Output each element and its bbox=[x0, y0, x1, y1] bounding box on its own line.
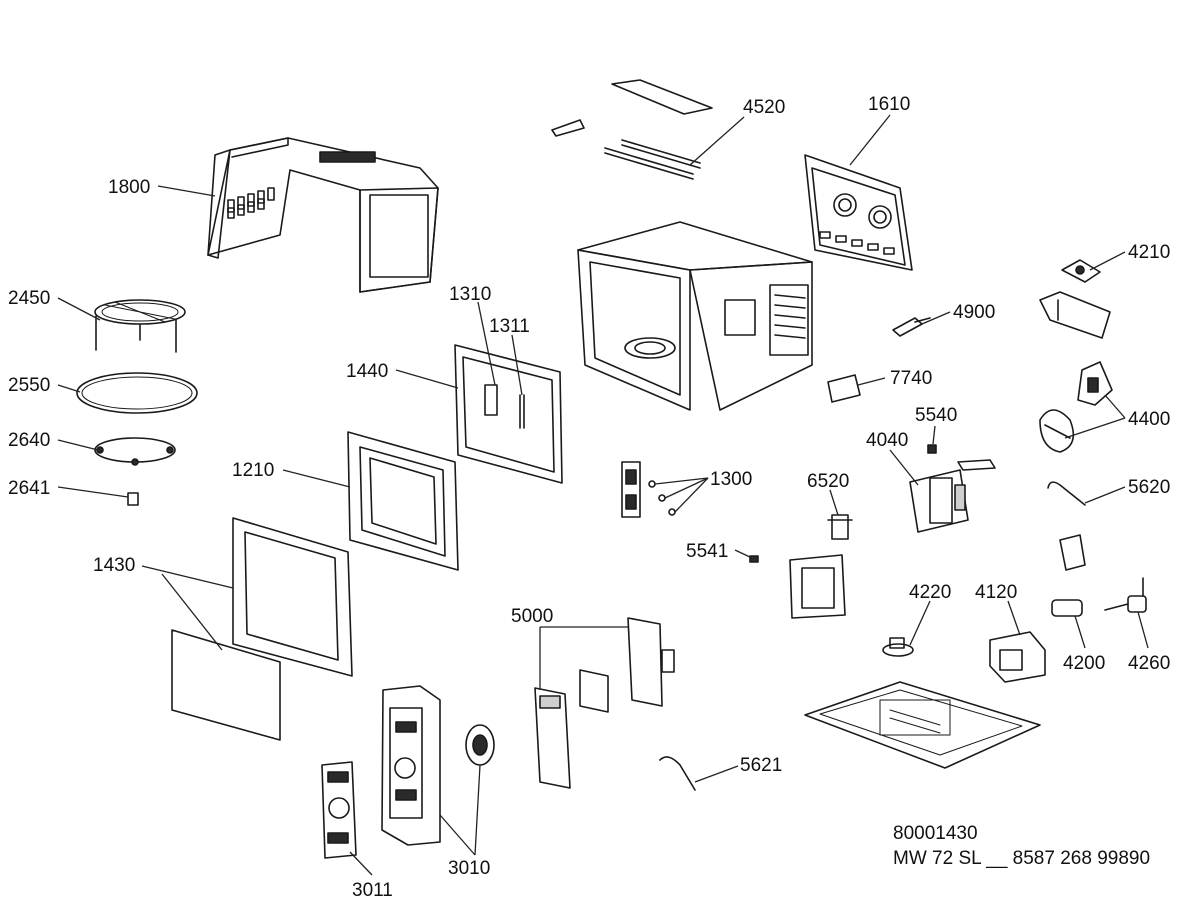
callout-labels: 4520 1610 1800 4210 2450 1310 1311 4900 … bbox=[8, 94, 1170, 901]
part-4210 bbox=[1061, 259, 1101, 283]
part-magnetron-cover bbox=[789, 554, 846, 619]
document-code: 80001430 bbox=[893, 823, 978, 844]
label-2640: 2640 bbox=[8, 430, 50, 451]
label-4520: 4520 bbox=[743, 97, 785, 118]
label-1430: 1430 bbox=[93, 555, 135, 576]
part-5620-wire bbox=[1047, 481, 1086, 506]
part-4520-top-bracket bbox=[551, 79, 713, 180]
part-4900 bbox=[892, 317, 931, 337]
label-2550: 2550 bbox=[8, 375, 50, 396]
part-5000-control-board bbox=[534, 617, 675, 789]
label-1310: 1310 bbox=[449, 284, 491, 305]
part-4040-bracket bbox=[957, 459, 996, 471]
part-1800-cabinet bbox=[207, 137, 439, 293]
label-2450: 2450 bbox=[8, 288, 50, 309]
part-4220 bbox=[882, 637, 914, 657]
part-base-plate bbox=[804, 681, 1041, 769]
label-2641: 2641 bbox=[8, 478, 50, 499]
part-1300-interlock-switches bbox=[621, 461, 676, 518]
label-5540: 5540 bbox=[915, 405, 957, 426]
label-4210: 4210 bbox=[1128, 242, 1170, 263]
part-oven-cavity bbox=[577, 221, 813, 411]
part-4040-transformer bbox=[909, 469, 969, 533]
label-3011: 3011 bbox=[352, 880, 393, 901]
label-4400: 4400 bbox=[1128, 409, 1170, 430]
label-5000: 5000 bbox=[511, 606, 553, 627]
model-number: MW 72 SL __ 8587 268 99890 bbox=[893, 848, 1150, 869]
part-1210-door-frame bbox=[347, 431, 459, 571]
part-4260 bbox=[1104, 577, 1147, 613]
part-3010-control-panel bbox=[381, 685, 495, 846]
label-5541: 5541 bbox=[686, 541, 728, 562]
part-2550-ring bbox=[76, 372, 198, 414]
label-1440: 1440 bbox=[346, 361, 388, 382]
label-4220: 4220 bbox=[909, 582, 951, 603]
label-6520: 6520 bbox=[807, 471, 849, 492]
label-1610: 1610 bbox=[868, 94, 910, 115]
part-5540 bbox=[927, 444, 937, 454]
part-1430-outer-door bbox=[171, 517, 353, 741]
label-1210: 1210 bbox=[232, 460, 274, 481]
label-4900: 4900 bbox=[953, 302, 995, 323]
part-4210-bracket bbox=[1039, 291, 1111, 339]
part-2640-roller-ring bbox=[94, 437, 176, 466]
part-2641 bbox=[127, 492, 139, 506]
part-1610-rear-panel bbox=[804, 154, 913, 271]
label-7740: 7740 bbox=[890, 368, 932, 389]
part-4200 bbox=[1051, 599, 1083, 617]
part-4400-fan-motor bbox=[1039, 361, 1113, 453]
label-4120: 4120 bbox=[975, 582, 1017, 603]
part-5541 bbox=[749, 555, 759, 563]
label-1800: 1800 bbox=[108, 177, 150, 198]
label-4200: 4200 bbox=[1063, 653, 1105, 674]
part-6520 bbox=[827, 514, 853, 540]
label-5621: 5621 bbox=[740, 755, 782, 776]
part-1440-inner-door bbox=[454, 344, 563, 484]
label-3010: 3010 bbox=[448, 858, 490, 879]
label-4260: 4260 bbox=[1128, 653, 1170, 674]
part-2450-grill-rack bbox=[94, 299, 186, 353]
part-7740 bbox=[827, 374, 861, 403]
document-info: 80001430 MW 72 SL __ 8587 268 99890 bbox=[893, 823, 1150, 869]
label-1300: 1300 bbox=[710, 469, 752, 490]
label-1311: 1311 bbox=[489, 316, 530, 337]
part-5621-wire bbox=[659, 756, 696, 791]
leader-lines bbox=[57, 114, 1149, 876]
label-4040: 4040 bbox=[866, 430, 908, 451]
label-5620: 5620 bbox=[1128, 477, 1170, 498]
part-bracket-small bbox=[1059, 534, 1086, 571]
part-4120 bbox=[989, 631, 1046, 683]
part-3011-control-face bbox=[321, 761, 357, 859]
